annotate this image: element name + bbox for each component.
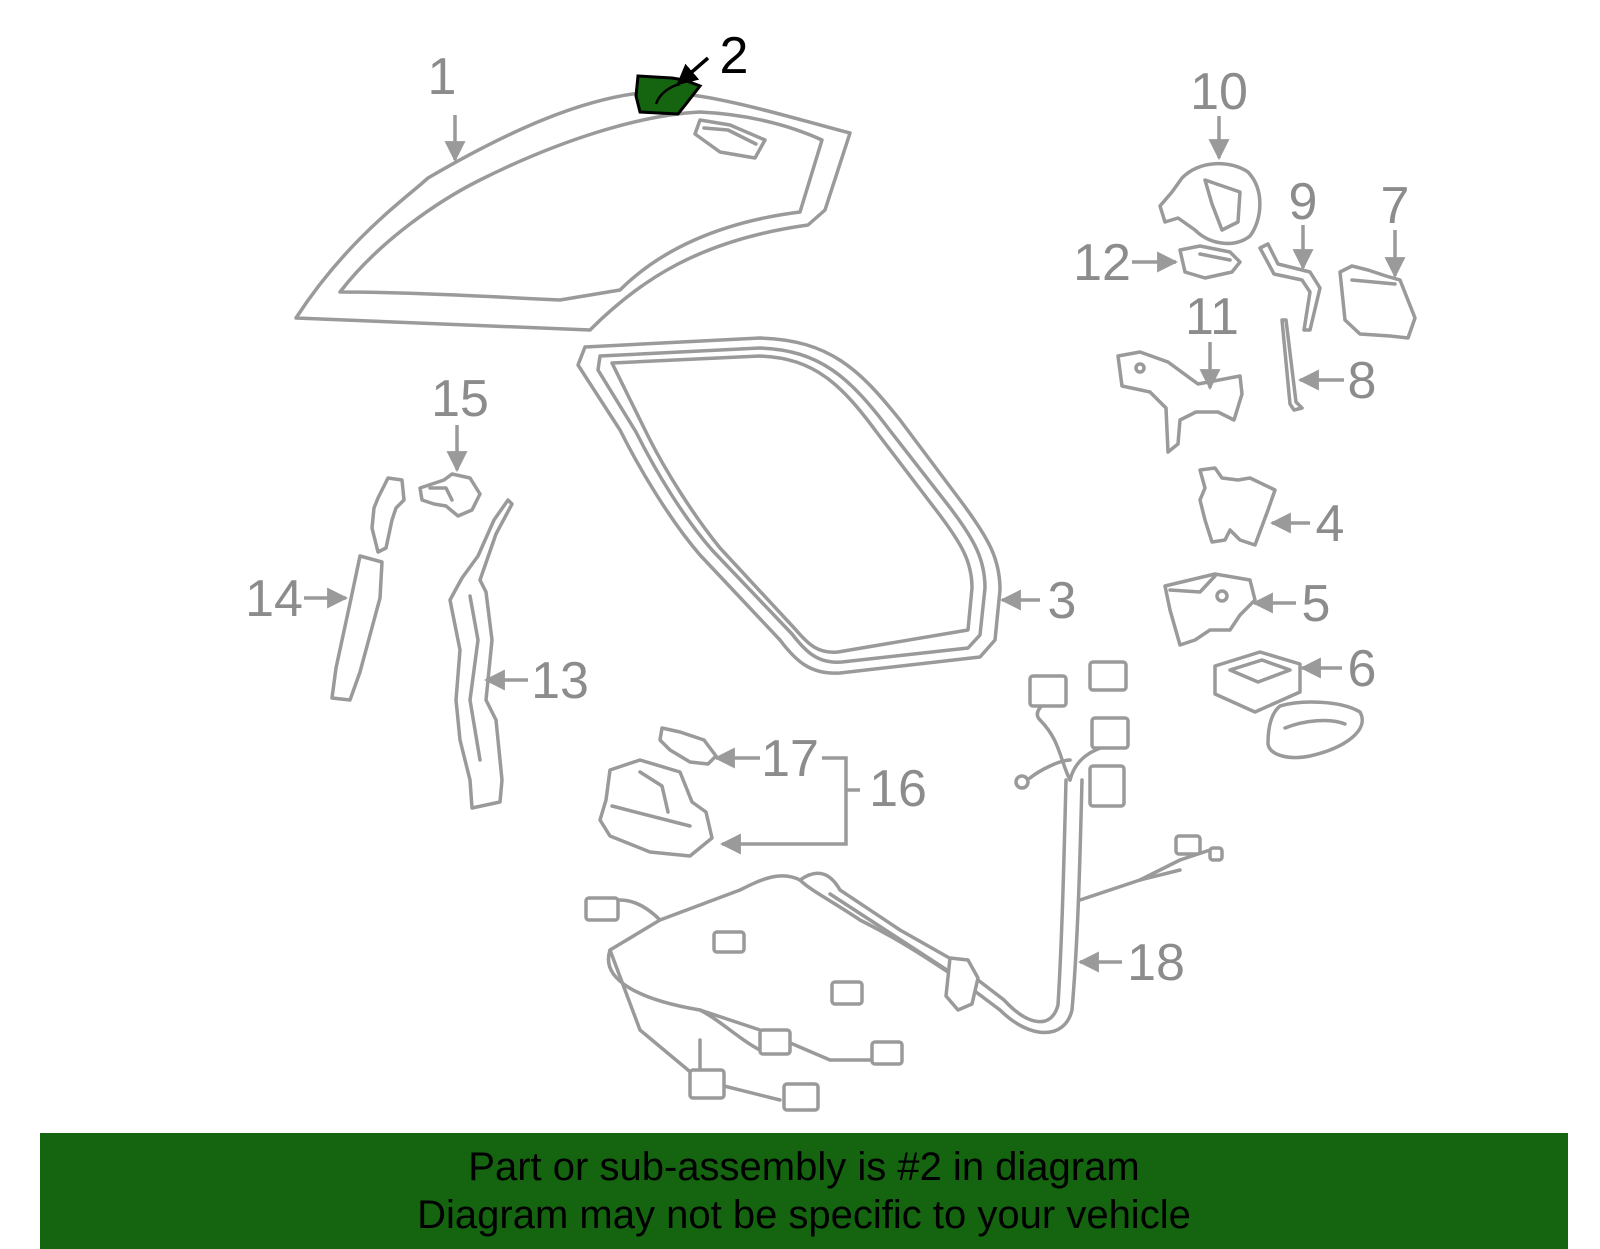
part-18-wiring-harness[interactable] [584, 660, 1224, 1112]
callout-5: 5 [1251, 575, 1331, 633]
banner-line-2: Diagram may not be specific to your vehi… [417, 1193, 1191, 1237]
callout-7-number: 7 [1381, 177, 1410, 235]
part-16-license-lamp[interactable] [598, 758, 714, 858]
part-4-bracket[interactable] [1198, 466, 1277, 547]
banner-line-1: Part or sub-assembly is #2 in diagram [468, 1145, 1140, 1189]
part-6-handle[interactable] [1213, 650, 1364, 760]
callout-14: 14 [245, 570, 349, 628]
callout-3: 3 [999, 572, 1077, 630]
callout-9-number: 9 [1289, 173, 1318, 231]
callout-16-number: 16 [869, 760, 927, 818]
callout-7: 7 [1381, 177, 1410, 279]
info-banner: Part or sub-assembly is #2 in diagram Di… [40, 1133, 1568, 1249]
callout-8: 8 [1297, 352, 1377, 410]
part-9-link[interactable] [1258, 242, 1322, 332]
callout-5-number: 5 [1302, 575, 1331, 633]
callout-13-number: 13 [531, 652, 589, 710]
part-13-hinge[interactable] [448, 498, 514, 810]
callout-11: 11 [1185, 288, 1239, 391]
callout-12: 12 [1073, 234, 1179, 292]
part-14-lift-support[interactable] [330, 476, 406, 702]
callout-13: 13 [483, 652, 589, 710]
part-2-bumper-highlighted[interactable] [634, 74, 703, 116]
part-10-emblem-lock[interactable] [1158, 161, 1262, 246]
callout-15-number: 15 [431, 370, 489, 428]
callout-17-number: 17 [761, 730, 819, 788]
callout-10: 10 [1190, 63, 1248, 161]
part-7-lock-cover[interactable] [1338, 264, 1417, 340]
callout-3-number: 3 [1048, 572, 1077, 630]
callout-4-number: 4 [1316, 495, 1345, 553]
callout-17: 17 [713, 730, 819, 788]
callout-18-number: 18 [1127, 934, 1185, 992]
part-15-ball-stud[interactable] [418, 472, 482, 518]
callout-18: 18 [1077, 934, 1185, 992]
callout-6: 6 [1299, 640, 1377, 698]
callout-6-number: 6 [1348, 640, 1377, 698]
callout-16: 16 [719, 756, 927, 855]
callout-1: 1 [428, 48, 466, 163]
callout-9: 9 [1289, 173, 1318, 271]
part-1-trunk-lid[interactable] [294, 90, 852, 332]
callout-1-number: 1 [428, 48, 457, 106]
part-8-rod[interactable] [1280, 318, 1304, 412]
callout-2-number: 2 [720, 27, 749, 85]
callout-12-number: 12 [1073, 234, 1131, 292]
part-11-bracket[interactable] [1116, 350, 1244, 454]
callout-15: 15 [431, 370, 489, 473]
callout-8-number: 8 [1348, 352, 1377, 410]
callout-4: 4 [1269, 495, 1345, 553]
callout-2: 2 [676, 27, 749, 86]
callout-14-number: 14 [245, 570, 303, 628]
part-5-latch[interactable] [1163, 572, 1257, 647]
callout-11-number: 11 [1185, 288, 1239, 346]
callout-10-number: 10 [1190, 63, 1248, 121]
part-3-weatherstrip[interactable] [576, 336, 1002, 675]
part-17-bulb[interactable] [658, 726, 718, 766]
part-12-switch[interactable] [1178, 244, 1242, 280]
